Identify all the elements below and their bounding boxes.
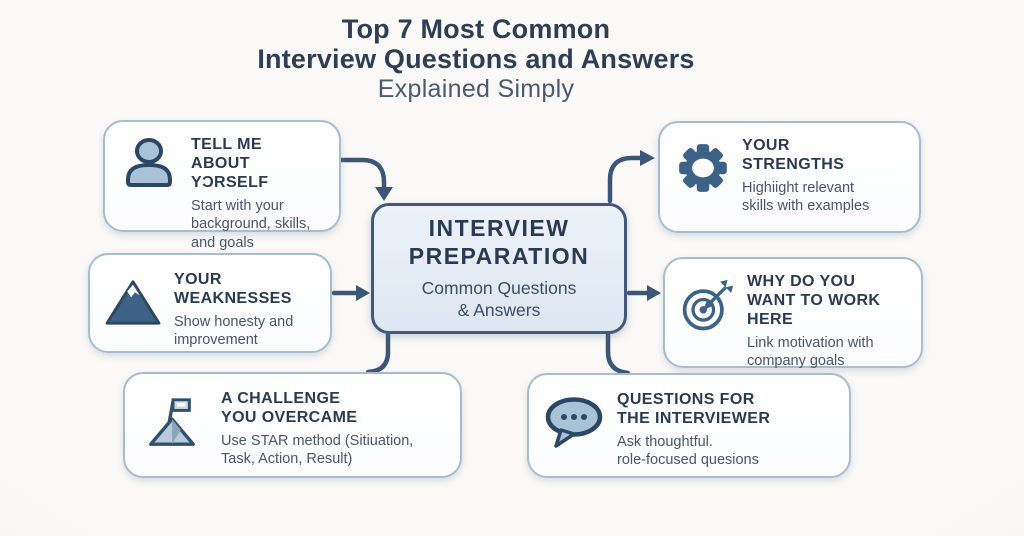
card-body: Use STAR method (Sitiuation, Task, Actio…	[221, 432, 414, 468]
center-title: INTERVIEW PREPARATION	[408, 215, 590, 269]
arrowhead-right-icon	[640, 150, 655, 166]
arrowhead-right-icon	[647, 285, 661, 301]
card-why-do-you-want-to-work-here: WHY DO YOU WANT TO WORK HERE Link motiva…	[663, 257, 923, 370]
card-body: Show honesty and improvement	[174, 313, 294, 349]
card-title: QUESTIONS FOR THE INTERVIEWER	[617, 391, 771, 427]
target-icon	[679, 279, 735, 340]
connector-center-to-challenge	[365, 332, 391, 375]
card-body: Highiight relevant skills with examples	[742, 179, 870, 215]
card-body: Start with your background, skills, and …	[191, 197, 311, 251]
connector-center-to-strengths	[607, 155, 644, 204]
card-title: YOUR WEAKNESSES	[174, 271, 292, 307]
arrowhead-right-icon	[356, 285, 370, 301]
card-title: WHY DO YOU WANT TO WORK HERE	[747, 273, 881, 328]
subtitle: Explained Simply	[377, 75, 575, 103]
title-line-1: Top 7 Most Common	[341, 14, 611, 44]
gear-icon	[674, 139, 732, 202]
person-icon	[121, 136, 177, 197]
card-a-challenge-you-overcame: A CHALLENGE YOU OVERCAME Use STAR method…	[123, 372, 462, 478]
card-title: TELL ME ABOUT YƆRSELF	[191, 136, 269, 191]
card-body: Ask thoughtful. role-focused quesions	[617, 433, 759, 469]
card-questions-for-the-interviewer: QUESTIONS FOR THE INTERVIEWER Ask though…	[527, 373, 851, 478]
center-node-interview-preparation: INTERVIEW PREPARATION Common Questions &…	[371, 203, 627, 334]
card-body: Link motivation with company goals	[747, 334, 874, 370]
card-title: YOUR STRENGTHS	[742, 137, 845, 173]
connector-tellme-to-center	[338, 157, 387, 191]
card-title: A CHALLENGE YOU OVERCAME	[221, 390, 358, 426]
title-line-2: Interview Questions and Answers	[257, 44, 695, 74]
center-subtitle: Common Questions & Answers	[421, 278, 577, 321]
flag-mountain-icon	[143, 394, 201, 455]
card-your-weaknesses: YOUR WEAKNESSES Show honesty and improve…	[88, 253, 332, 353]
card-tell-me-about-yourself: TELL ME ABOUT YƆRSELF Start with your ba…	[103, 120, 341, 251]
arrowhead-down-icon	[375, 187, 393, 201]
mountain-icon	[104, 277, 162, 332]
speech-bubble-icon	[541, 393, 607, 456]
connector-center-to-questions	[605, 332, 631, 376]
page-title: Top 7 Most Common Interview Questions an…	[0, 14, 952, 104]
card-your-strengths: YOUR STRENGTHS Highiight relevant skills…	[658, 121, 921, 233]
